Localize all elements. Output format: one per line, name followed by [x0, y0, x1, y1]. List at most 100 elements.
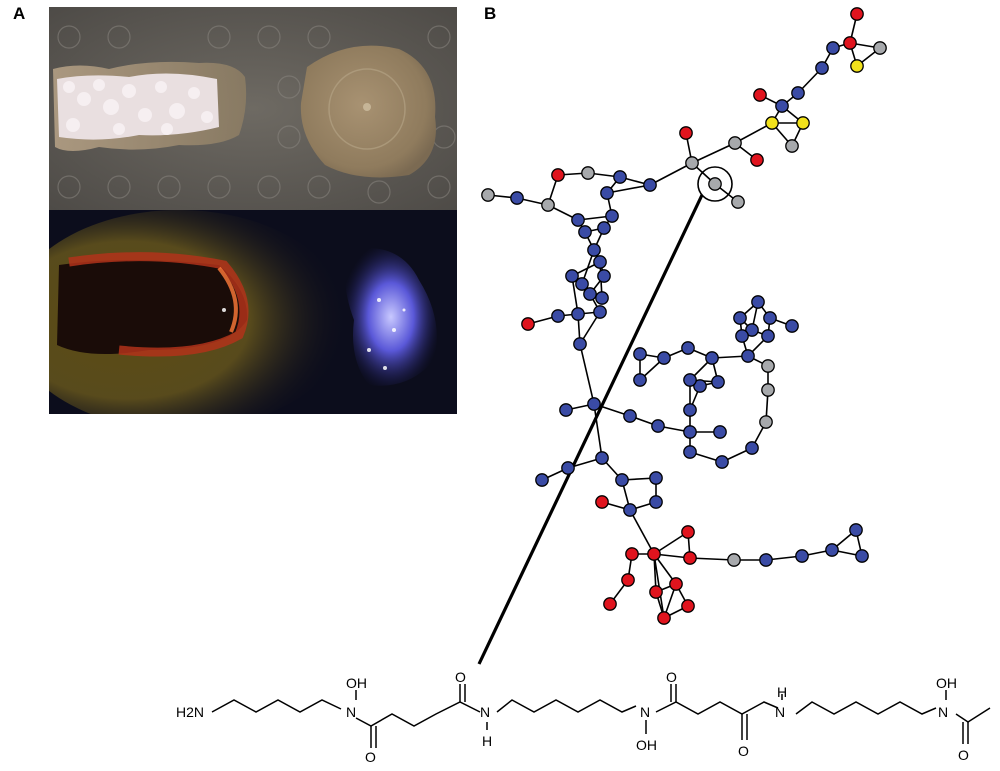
network-node — [728, 136, 742, 150]
network-node — [679, 126, 693, 140]
network-node — [623, 409, 637, 423]
network-node — [571, 213, 585, 227]
network-node — [613, 170, 627, 184]
network-node — [741, 349, 755, 363]
network-node — [605, 209, 619, 223]
network-node — [615, 473, 629, 487]
network-edge — [734, 122, 773, 144]
network-node — [761, 383, 775, 397]
network-node — [681, 599, 695, 613]
hydrogen-label: H — [777, 684, 787, 700]
network-node — [649, 495, 663, 509]
network-node — [763, 311, 777, 325]
network-node — [481, 188, 495, 202]
network-node — [597, 269, 611, 283]
network-node — [785, 139, 799, 153]
carbonyl-oxygen-label: O — [958, 747, 969, 763]
network-node — [643, 178, 657, 192]
network-node — [795, 549, 809, 563]
network-edge — [629, 509, 655, 555]
network-node — [843, 36, 857, 50]
network-node — [855, 549, 869, 563]
network-edge — [691, 142, 736, 164]
network-node — [693, 379, 707, 393]
colony-photograph — [49, 7, 457, 210]
network-node — [727, 553, 741, 567]
network-node — [745, 323, 759, 337]
network-node — [765, 116, 779, 130]
network-node — [581, 166, 595, 180]
network-node — [826, 41, 840, 55]
chemical-structure — [211, 684, 991, 748]
network-node — [713, 425, 727, 439]
network-node — [651, 419, 665, 433]
network-node — [683, 373, 697, 387]
network-node — [751, 295, 765, 309]
network-node — [759, 415, 773, 429]
network-node — [850, 7, 864, 21]
network-node — [796, 116, 810, 130]
network-node — [775, 99, 789, 113]
amine-label: H2N — [176, 704, 204, 720]
network-node — [600, 186, 614, 200]
network-node — [745, 441, 759, 455]
network-node — [578, 225, 592, 239]
network-node — [551, 168, 565, 182]
carbonyl-oxygen-label: O — [455, 669, 466, 685]
bond — [355, 701, 481, 727]
network-edge — [606, 184, 651, 194]
network-node — [657, 351, 671, 365]
network-node — [657, 611, 671, 625]
network-node — [825, 543, 839, 557]
network-node — [649, 585, 663, 599]
network-node — [551, 309, 565, 323]
network-node — [683, 551, 697, 565]
network-node — [541, 198, 555, 212]
carbonyl-oxygen-label: O — [738, 743, 749, 759]
hydroxyl-label: OH — [346, 675, 367, 691]
network-node — [587, 243, 601, 257]
network-node — [597, 221, 611, 235]
bond — [211, 699, 342, 713]
network-node — [753, 88, 767, 102]
network-node — [731, 195, 745, 209]
bond — [795, 701, 937, 715]
network-node — [759, 553, 773, 567]
network-node — [561, 461, 575, 475]
hydroxyl-label: OH — [636, 737, 657, 753]
network-node — [785, 319, 799, 333]
network-node — [587, 397, 601, 411]
highlight-ring — [697, 166, 733, 202]
imaging-ms-overlay — [49, 210, 457, 414]
network-edge — [689, 557, 735, 561]
connector-line — [477, 194, 704, 665]
network-node — [625, 547, 639, 561]
network-node — [683, 403, 697, 417]
carbonyl-oxygen-label: O — [666, 669, 677, 685]
network-node — [565, 269, 579, 283]
bond — [955, 707, 991, 723]
network-node — [715, 455, 729, 469]
network-node — [705, 351, 719, 365]
network-node — [649, 471, 663, 485]
bond — [496, 699, 637, 713]
network-node — [583, 287, 597, 301]
hydrogen-label: H — [482, 733, 492, 749]
network-node — [849, 523, 863, 537]
network-node — [559, 403, 573, 417]
network-node — [791, 86, 805, 100]
network-node — [510, 191, 524, 205]
network-node — [681, 341, 695, 355]
panel-label-b: B — [484, 4, 497, 23]
network-node — [681, 525, 695, 539]
network-node — [815, 61, 829, 75]
network-node — [850, 59, 864, 73]
panel-label-a: A — [13, 4, 26, 23]
network-node — [535, 473, 549, 487]
network-node — [633, 347, 647, 361]
network-node — [735, 329, 749, 343]
network-node — [683, 425, 697, 439]
nitrogen-label: N — [346, 704, 356, 720]
